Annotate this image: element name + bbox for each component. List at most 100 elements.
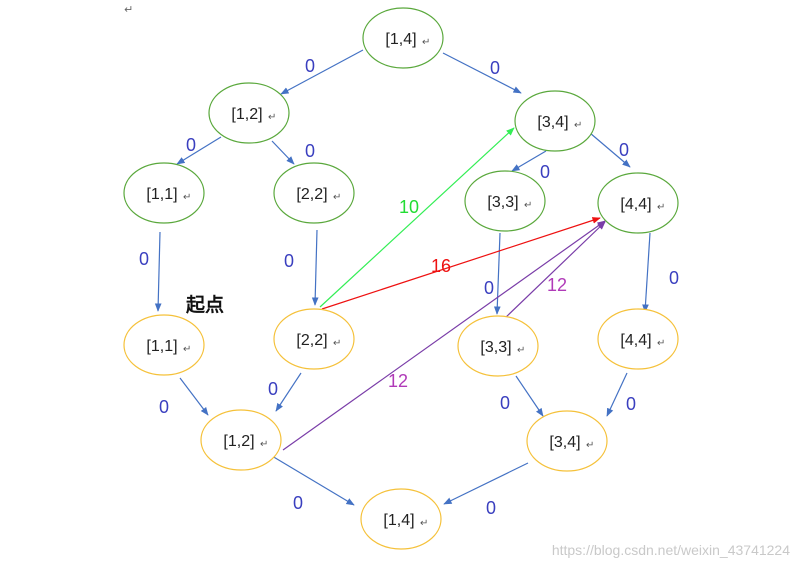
edge-u14-u12 xyxy=(280,49,364,95)
edge-label-l44-l34: 0 xyxy=(626,394,636,414)
edge-l33-l34 xyxy=(515,375,544,417)
node-ellipse-l33 xyxy=(457,315,539,377)
node-l34: [3,4] ↵ xyxy=(526,410,608,472)
node-return-mark-l14: ↵ xyxy=(420,518,428,529)
node-ellipse-l12 xyxy=(200,409,282,471)
node-label-l44: [4,4] xyxy=(620,332,651,349)
edge-l12-u44 xyxy=(282,220,606,451)
edge-label-u33-l33: 0 xyxy=(484,278,494,298)
edge-l33-u44 xyxy=(504,221,606,319)
node-return-mark-u11: ↵ xyxy=(183,192,191,203)
node-l14: [1,4] ↵ xyxy=(360,488,442,550)
edge-label-u22-l22: 0 xyxy=(284,251,294,271)
edge-label-l12-l14: 0 xyxy=(293,493,303,513)
edge-label-u12-u11: 0 xyxy=(186,135,196,155)
edge-u12-u22 xyxy=(271,140,295,165)
edge-l22-u44 xyxy=(321,217,601,310)
node-label-l12: [1,2] xyxy=(223,433,254,450)
node-l44: [4,4] ↵ xyxy=(597,308,679,370)
node-ellipse-u14 xyxy=(362,7,444,69)
edge-u11-l11 xyxy=(154,231,162,312)
node-return-mark-l33: ↵ xyxy=(517,345,525,356)
node-return-mark-u12: ↵ xyxy=(268,112,276,123)
node-label-u14: [1,4] xyxy=(385,31,416,48)
edges-layer xyxy=(154,49,651,506)
node-u11: [1,1] ↵ xyxy=(123,162,205,224)
node-label-u33: [3,3] xyxy=(487,194,518,211)
edge-u14-u34 xyxy=(442,52,522,94)
node-ellipse-u22 xyxy=(273,162,355,224)
edge-l22-u34 xyxy=(319,127,515,308)
edge-l22-l12 xyxy=(275,372,302,412)
node-u33: [3,3] ↵ xyxy=(464,170,546,232)
node-return-mark-l22: ↵ xyxy=(333,338,341,349)
node-ellipse-l11 xyxy=(123,314,205,376)
node-l11: [1,1] ↵ xyxy=(123,314,205,376)
node-u34: [3,4] ↵ xyxy=(514,90,596,152)
node-return-mark-u44: ↵ xyxy=(657,202,665,213)
node-return-mark-l12: ↵ xyxy=(260,439,268,450)
edge-label-u34-u44: 0 xyxy=(619,140,629,160)
edge-label-u12-u22: 0 xyxy=(305,141,315,161)
node-label-u22: [2,2] xyxy=(296,186,327,203)
edge-u34-u33 xyxy=(511,150,547,172)
node-ellipse-l44 xyxy=(597,308,679,370)
node-label-u44: [4,4] xyxy=(620,196,651,213)
node-l33: [3,3] ↵ xyxy=(457,315,539,377)
node-u22: [2,2] ↵ xyxy=(273,162,355,224)
node-label-u34: [3,4] xyxy=(537,114,568,131)
node-ellipse-l14 xyxy=(360,488,442,550)
node-return-mark-l44: ↵ xyxy=(657,338,665,349)
edge-label-u11-l11: 0 xyxy=(139,249,149,269)
edge-u22-l22 xyxy=(311,229,319,306)
node-label-l34: [3,4] xyxy=(549,434,580,451)
node-u12: [1,2] ↵ xyxy=(208,82,290,144)
node-label-u11: [1,1] xyxy=(146,186,177,203)
node-ellipse-l34 xyxy=(526,410,608,472)
node-return-mark-u14: ↵ xyxy=(422,37,430,48)
node-return-mark-u22: ↵ xyxy=(333,192,341,203)
edge-u12-u11 xyxy=(176,136,222,165)
node-u14: [1,4] ↵ xyxy=(362,7,444,69)
start-label: 起点 xyxy=(185,294,224,316)
node-label-l33: [3,3] xyxy=(480,339,511,356)
edge-l34-l14 xyxy=(443,462,529,505)
edge-u44-l44 xyxy=(642,232,651,313)
edge-label-u34-u33: 0 xyxy=(540,162,550,182)
edge-l11-l12 xyxy=(179,377,209,416)
edge-label-l33-l34: 0 xyxy=(500,393,510,413)
edge-label-u44-l44: 0 xyxy=(669,268,679,288)
edge-label-u14-u34: 0 xyxy=(490,58,500,78)
node-l22: [2,2]↵ xyxy=(273,308,355,370)
node-label-u12: [1,2] xyxy=(231,106,262,123)
node-return-mark-l11: ↵ xyxy=(183,344,191,355)
node-ellipse-u12 xyxy=(208,82,290,144)
corner-return-mark: ↵ xyxy=(124,4,133,16)
edge-label-u14-u12: 0 xyxy=(305,56,315,76)
node-label-l11: [1,1] xyxy=(146,338,177,355)
node-return-mark-u33: ↵ xyxy=(524,200,532,211)
edge-label-l12-u44: 12 xyxy=(388,371,408,391)
edge-label-l11-l12: 0 xyxy=(159,397,169,417)
node-ellipse-u44 xyxy=(597,172,679,234)
node-u44: [4,4] ↵ xyxy=(597,172,679,234)
edge-label-l22-l12: 0 xyxy=(268,379,278,399)
node-ellipse-l22 xyxy=(273,308,355,370)
edge-label-l33-u44: 12 xyxy=(547,275,567,295)
watermark-text: https://blog.csdn.net/weixin_43741224 xyxy=(552,542,790,558)
node-ellipse-u33 xyxy=(464,170,546,232)
edge-label-l22-u34: 10 xyxy=(399,197,419,217)
node-ellipse-u34 xyxy=(514,90,596,152)
node-label-l14: [1,4] xyxy=(383,512,414,529)
edge-l44-l34 xyxy=(606,372,628,417)
node-l12: [1,2] ↵ xyxy=(200,409,282,471)
edge-label-l34-l14: 0 xyxy=(486,498,496,518)
edge-u33-l33 xyxy=(493,232,501,315)
node-return-mark-u34: ↵ xyxy=(574,120,582,131)
node-return-mark-l34: ↵ xyxy=(586,440,594,451)
nodes-layer: [1,4]↵[1,2]↵[3,4]↵[1,1]↵[2,2]↵[3,3]↵[4,4… xyxy=(123,7,679,550)
edge-u34-u44 xyxy=(589,132,631,168)
